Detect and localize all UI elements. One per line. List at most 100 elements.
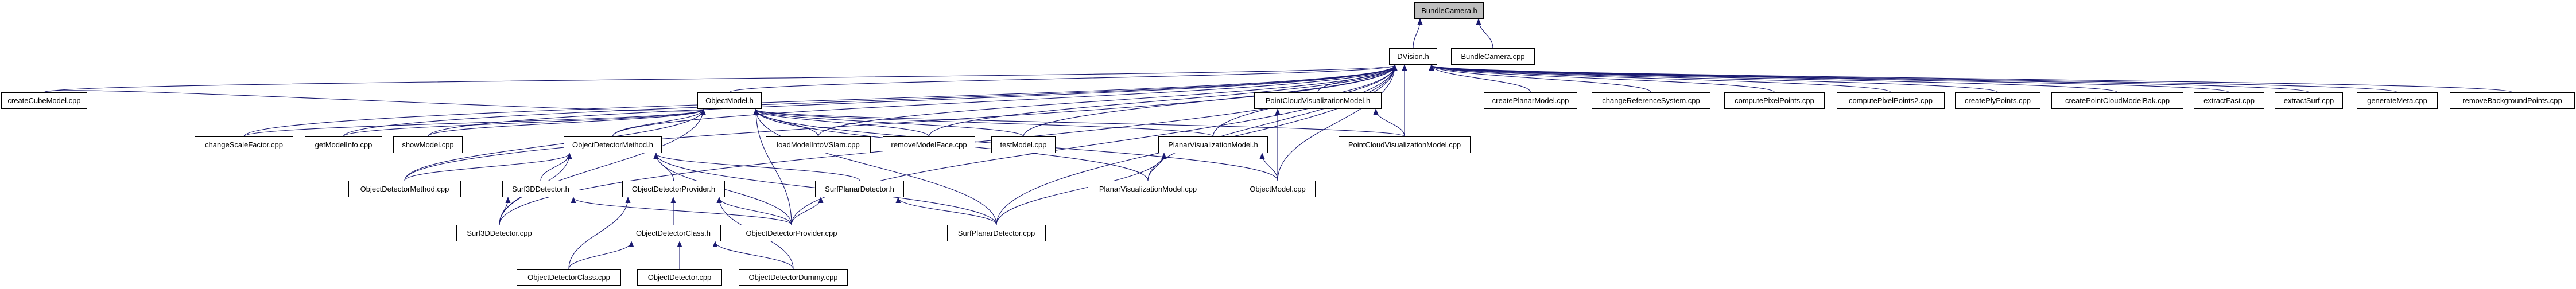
graph-node-label: removeModelFace.cpp — [891, 140, 967, 149]
graph-node-objectdetectorprovider_h[interactable]: ObjectDetectorProvider.h — [622, 181, 725, 197]
include-edge — [243, 108, 706, 137]
graph-node-changescalefactor_cpp[interactable]: changeScaleFactor.cpp — [195, 136, 293, 153]
graph-node-objectdetectormethod_cpp[interactable]: ObjectDetectorMethod.cpp — [348, 181, 461, 197]
graph-node-loadmodelintovslam_cpp[interactable]: loadModelIntoVSlam.cpp — [766, 136, 871, 153]
graph-node-testmodel_cpp[interactable]: testModel.cpp — [991, 136, 1056, 153]
graph-node-label: ObjectDetectorClass.h — [635, 229, 711, 237]
graph-node-objectdetectormethod_h[interactable]: ObjectDetectorMethod.h — [564, 136, 662, 153]
graph-node-bundlecamera_h: BundleCamera.h — [1414, 2, 1484, 19]
graph-node-label: changeScaleFactor.cpp — [205, 140, 283, 149]
include-edge — [499, 197, 511, 225]
include-edge — [791, 64, 1398, 225]
graph-node-objectmodel_h[interactable]: ObjectModel.h — [697, 92, 762, 109]
include-edge — [1259, 153, 1278, 181]
graph-node-label: ObjectDetector.cpp — [647, 273, 712, 282]
graph-node-label: BundleCamera.h — [1421, 6, 1477, 15]
graph-node-label: createPointCloudModelBak.cpp — [2065, 96, 2170, 105]
include-edge — [996, 153, 1167, 225]
include-edge — [1413, 18, 1423, 49]
include-edge — [243, 64, 1398, 137]
graph-node-label: createPlanarModel.cpp — [1492, 96, 1569, 105]
graph-node-label: extractFast.cpp — [2203, 96, 2255, 105]
include-edge — [716, 197, 792, 225]
include-edge — [753, 108, 1024, 137]
include-edge — [1429, 64, 1891, 93]
graph-node-computepixelpoints_cpp[interactable]: computePixelPoints.cpp — [1724, 92, 1825, 109]
include-edge — [343, 64, 1398, 137]
graph-node-label: extractSurf.cpp — [2283, 96, 2334, 105]
graph-node-removemodelface_cpp[interactable]: removeModelFace.cpp — [883, 136, 975, 153]
graph-node-removebackgroundpoints_cpp[interactable]: removeBackgroundPoints.cpp — [2450, 92, 2575, 109]
graph-node-computepixelpoints2_cpp[interactable]: computePixelPoints2.cpp — [1837, 92, 1945, 109]
graph-node-label: SurfPlanarDetector.cpp — [957, 229, 1035, 237]
graph-node-label: ObjectDetectorMethod.cpp — [360, 185, 449, 193]
graph-node-objectdetectordummy_cpp[interactable]: ObjectDetectorDummy.cpp — [739, 269, 848, 286]
include-edge — [895, 197, 997, 225]
include-edge — [753, 108, 792, 225]
include-edge — [712, 241, 794, 270]
include-edge — [568, 197, 631, 270]
include-edge — [1429, 64, 2118, 93]
graph-node-objectdetectorprovider_cpp[interactable]: ObjectDetectorProvider.cpp — [735, 225, 848, 241]
graph-node-label: PointCloudVisualizationModel.h — [1265, 96, 1371, 105]
include-edge — [343, 108, 706, 137]
include-edge — [1147, 153, 1167, 181]
graph-node-objectdetector_cpp[interactable]: ObjectDetector.cpp — [637, 269, 722, 286]
include-edge — [653, 153, 860, 181]
graph-node-planarvisualizationmodel_h[interactable]: PlanarVisualizationModel.h — [1158, 136, 1268, 153]
graph-node-extractfast_cpp[interactable]: extractFast.cpp — [2194, 92, 2264, 109]
include-edge — [404, 64, 1398, 181]
include-edge — [753, 108, 1214, 137]
include-edge — [729, 64, 1397, 93]
graph-node-label: getModelInfo.cpp — [315, 140, 373, 149]
include-edge — [44, 64, 1397, 93]
graph-node-label: generateMeta.cpp — [2367, 96, 2427, 105]
include-edge — [791, 197, 824, 225]
graph-node-label: ObjectDetectorProvider.h — [631, 185, 716, 193]
graph-node-label: PointCloudVisualizationModel.cpp — [1348, 140, 1461, 149]
include-edge — [427, 108, 706, 137]
graph-node-pointcloudvisualizationmodel_h[interactable]: PointCloudVisualizationModel.h — [1254, 92, 1382, 109]
graph-node-label: computePixelPoints.cpp — [1735, 96, 1814, 105]
graph-node-createplanarmodel_cpp[interactable]: createPlanarModel.cpp — [1484, 92, 1577, 109]
graph-node-label: PlanarVisualizationModel.h — [1168, 140, 1258, 149]
graph-node-surfplanardetector_cpp[interactable]: SurfPlanarDetector.cpp — [947, 225, 1046, 241]
graph-node-label: ObjectDetectorProvider.cpp — [746, 229, 837, 237]
include-edge — [404, 153, 572, 181]
graph-node-surf3ddetector_h[interactable]: Surf3DDetector.h — [502, 181, 579, 197]
graph-node-label: createCubeModel.cpp — [7, 96, 81, 105]
graph-node-extractsurf_cpp[interactable]: extractSurf.cpp — [2275, 92, 2343, 109]
graph-node-planarvisualizationmodel_cpp[interactable]: PlanarVisualizationModel.cpp — [1088, 181, 1208, 197]
graph-node-label: ObjectModel.cpp — [1250, 185, 1306, 193]
graph-node-createplypoints_cpp[interactable]: createPlyPoints.cpp — [1955, 92, 2040, 109]
include-edge — [1429, 64, 1652, 93]
graph-node-label: Surf3DDetector.cpp — [467, 229, 532, 237]
graph-node-pointcloudvisualizationmodel_cpp[interactable]: PointCloudVisualizationModel.cpp — [1339, 136, 1471, 153]
include-edge — [753, 108, 930, 137]
graph-node-showmodel_cpp[interactable]: showModel.cpp — [393, 136, 463, 153]
graph-node-dvision_h[interactable]: DVision.h — [1389, 48, 1437, 65]
graph-node-label: computePixelPoints2.cpp — [1849, 96, 1933, 105]
graph-node-surfplanardetector_h[interactable]: SurfPlanarDetector.h — [815, 181, 904, 197]
include-edge — [612, 64, 1398, 137]
graph-node-changereferencesystem_cpp[interactable]: changeReferenceSystem.cpp — [1592, 92, 1710, 109]
include-edge — [1476, 18, 1493, 49]
graph-node-getmodelinfo_cpp[interactable]: getModelInfo.cpp — [305, 136, 382, 153]
include-edge — [928, 64, 1398, 137]
graph-node-surf3ddetector_cpp[interactable]: Surf3DDetector.cpp — [456, 225, 542, 241]
graph-node-objectdetectorclass_h[interactable]: ObjectDetectorClass.h — [626, 225, 721, 241]
include-edge — [1373, 108, 1405, 137]
graph-node-objectdetectorclass_cpp[interactable]: ObjectDetectorClass.cpp — [517, 269, 621, 286]
graph-node-label: Surf3DDetector.h — [512, 185, 569, 193]
graph-node-bundlecamera_cpp[interactable]: BundleCamera.cpp — [1451, 48, 1535, 65]
graph-node-generatemeta_cpp[interactable]: generateMeta.cpp — [2357, 92, 2438, 109]
graph-node-createpointcloudmodelbak_cpp[interactable]: createPointCloudModelBak.cpp — [2051, 92, 2183, 109]
graph-node-createcubemodel_cpp[interactable]: createCubeModel.cpp — [1, 92, 87, 109]
graph-node-label: PlanarVisualizationModel.cpp — [1099, 185, 1197, 193]
graph-node-objectmodel_cpp[interactable]: ObjectModel.cpp — [1240, 181, 1316, 197]
graph-node-label: DVision.h — [1397, 52, 1429, 61]
include-edge — [1429, 64, 2513, 93]
include-edge — [571, 197, 792, 225]
